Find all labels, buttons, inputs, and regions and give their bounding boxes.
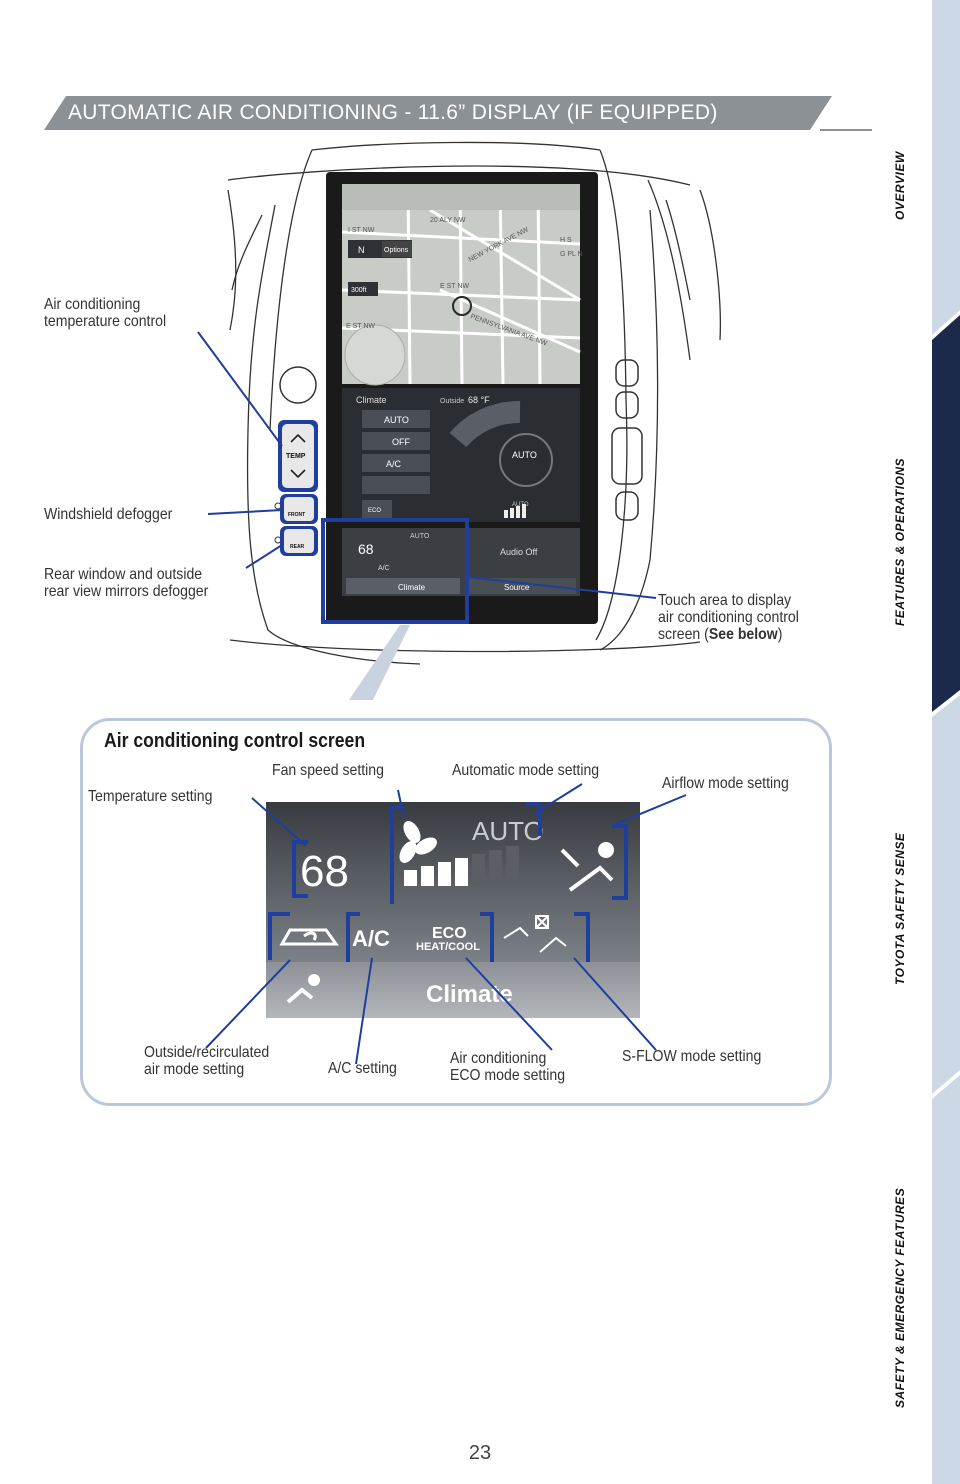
screen-eco-button[interactable]: ECO <box>368 508 381 514</box>
climate-icon <box>286 974 320 1004</box>
screen-bottom-temp[interactable]: 68 <box>358 541 374 557</box>
header-rule <box>820 129 872 131</box>
label-temperature: Temperature setting <box>88 788 213 805</box>
closeup-temp[interactable]: 68 <box>300 847 349 896</box>
screen-ac-button[interactable]: A/C <box>386 459 402 469</box>
label-outside: Outside/recirculated air mode setting <box>144 1044 270 1078</box>
screen-tab-source[interactable]: Source <box>504 583 530 592</box>
fan-level-bar[interactable] <box>506 846 519 886</box>
page-title: AUTOMATIC AIR CONDITIONING - 11.6” DISPL… <box>68 101 718 124</box>
label-airflow: Airflow mode setting <box>662 775 789 792</box>
nav-tab-features <box>932 315 960 712</box>
nav-label-emergency[interactable]: SAFETY & EMERGENCY FEATURES <box>893 1187 907 1408</box>
fan-level-bar[interactable] <box>438 862 451 886</box>
fan-level-bar[interactable] <box>404 870 417 886</box>
map-options[interactable]: Options <box>384 247 409 254</box>
nav-tab-overview <box>932 0 960 335</box>
screen-outside-label: Outside <box>440 398 464 405</box>
map-north[interactable]: N <box>358 245 365 255</box>
closeup-illustration: 68 AUTO A/C ECO HEAT/COOL Climate <box>205 783 687 1065</box>
callout-temp-control: Air conditioning temperature control <box>44 296 167 330</box>
screen-tab-climate[interactable]: Climate <box>398 583 426 592</box>
dashboard-illustration: N Options 300ft 20 ALY NW NEW YORK AVE N… <box>197 141 721 700</box>
map-label: H S <box>560 237 572 244</box>
screen-climate-title: Climate <box>356 395 387 405</box>
label-fan-speed: Fan speed setting <box>272 762 384 779</box>
page-number: 23 <box>468 1442 492 1464</box>
temp-button-label: TEMP <box>286 453 306 460</box>
screen-bottom-auto: AUTO <box>410 533 430 540</box>
temp-down-icon[interactable] <box>290 469 306 479</box>
map-label: 20 ALY NW <box>430 217 466 224</box>
airflow-icon <box>560 842 614 892</box>
screen-outside-temp: 68 °F <box>468 395 490 405</box>
map-scale: 300ft <box>351 287 367 294</box>
map-label: I ST NW <box>348 227 375 234</box>
label-eco: Air conditioning ECO mode setting <box>450 1050 566 1084</box>
screen-audio-off[interactable]: Audio Off <box>500 547 538 557</box>
header-bar <box>44 96 832 130</box>
nav-tab-safety-sense <box>932 695 960 1094</box>
screen-auto-button[interactable]: AUTO <box>384 415 409 425</box>
fan-level-bar[interactable] <box>472 854 485 886</box>
side-nav <box>932 0 960 1484</box>
recirculate-icon[interactable] <box>279 928 339 946</box>
map-label: E ST NW <box>440 283 469 290</box>
front-defogger-button[interactable]: FRONT <box>288 512 305 518</box>
temp-up-icon[interactable] <box>290 433 306 443</box>
screen-auto-ring[interactable]: AUTO <box>512 450 537 460</box>
panel-title: Air conditioning control screen <box>104 730 366 752</box>
fan-level-bar[interactable] <box>455 858 468 886</box>
closeup-auto[interactable]: AUTO <box>472 816 544 846</box>
callout-rear-window: Rear window and outside rear view mirror… <box>44 566 209 600</box>
s-flow-icon[interactable] <box>503 915 567 953</box>
label-auto-mode: Automatic mode setting <box>452 762 600 779</box>
label-ac: A/C setting <box>328 1060 397 1077</box>
fan-level-bar[interactable] <box>421 866 434 886</box>
closeup-eco-sub: HEAT/COOL <box>416 941 480 953</box>
closeup-ac[interactable]: A/C <box>352 926 390 951</box>
screen-fan-auto: AUTO <box>512 502 529 508</box>
callout-touch-area: Touch area to display air conditioning c… <box>658 592 799 643</box>
callout-windshield: Windshield defogger <box>44 506 173 523</box>
label-sflow: S-FLOW mode setting <box>622 1048 762 1065</box>
fan-icon <box>399 821 437 863</box>
screen-bottom-ac: A/C <box>378 565 390 572</box>
closeup-eco[interactable]: ECO <box>432 925 467 942</box>
fan-level-bar[interactable] <box>489 850 502 886</box>
rear-defogger-button[interactable]: REAR <box>290 544 305 550</box>
closeup-climate[interactable]: Climate <box>426 981 513 1008</box>
nav-tab-emergency <box>932 1075 960 1484</box>
screen-off-button[interactable]: OFF <box>392 437 410 447</box>
map-label: E ST NW <box>346 323 375 330</box>
map-label: G PL N <box>560 251 583 258</box>
